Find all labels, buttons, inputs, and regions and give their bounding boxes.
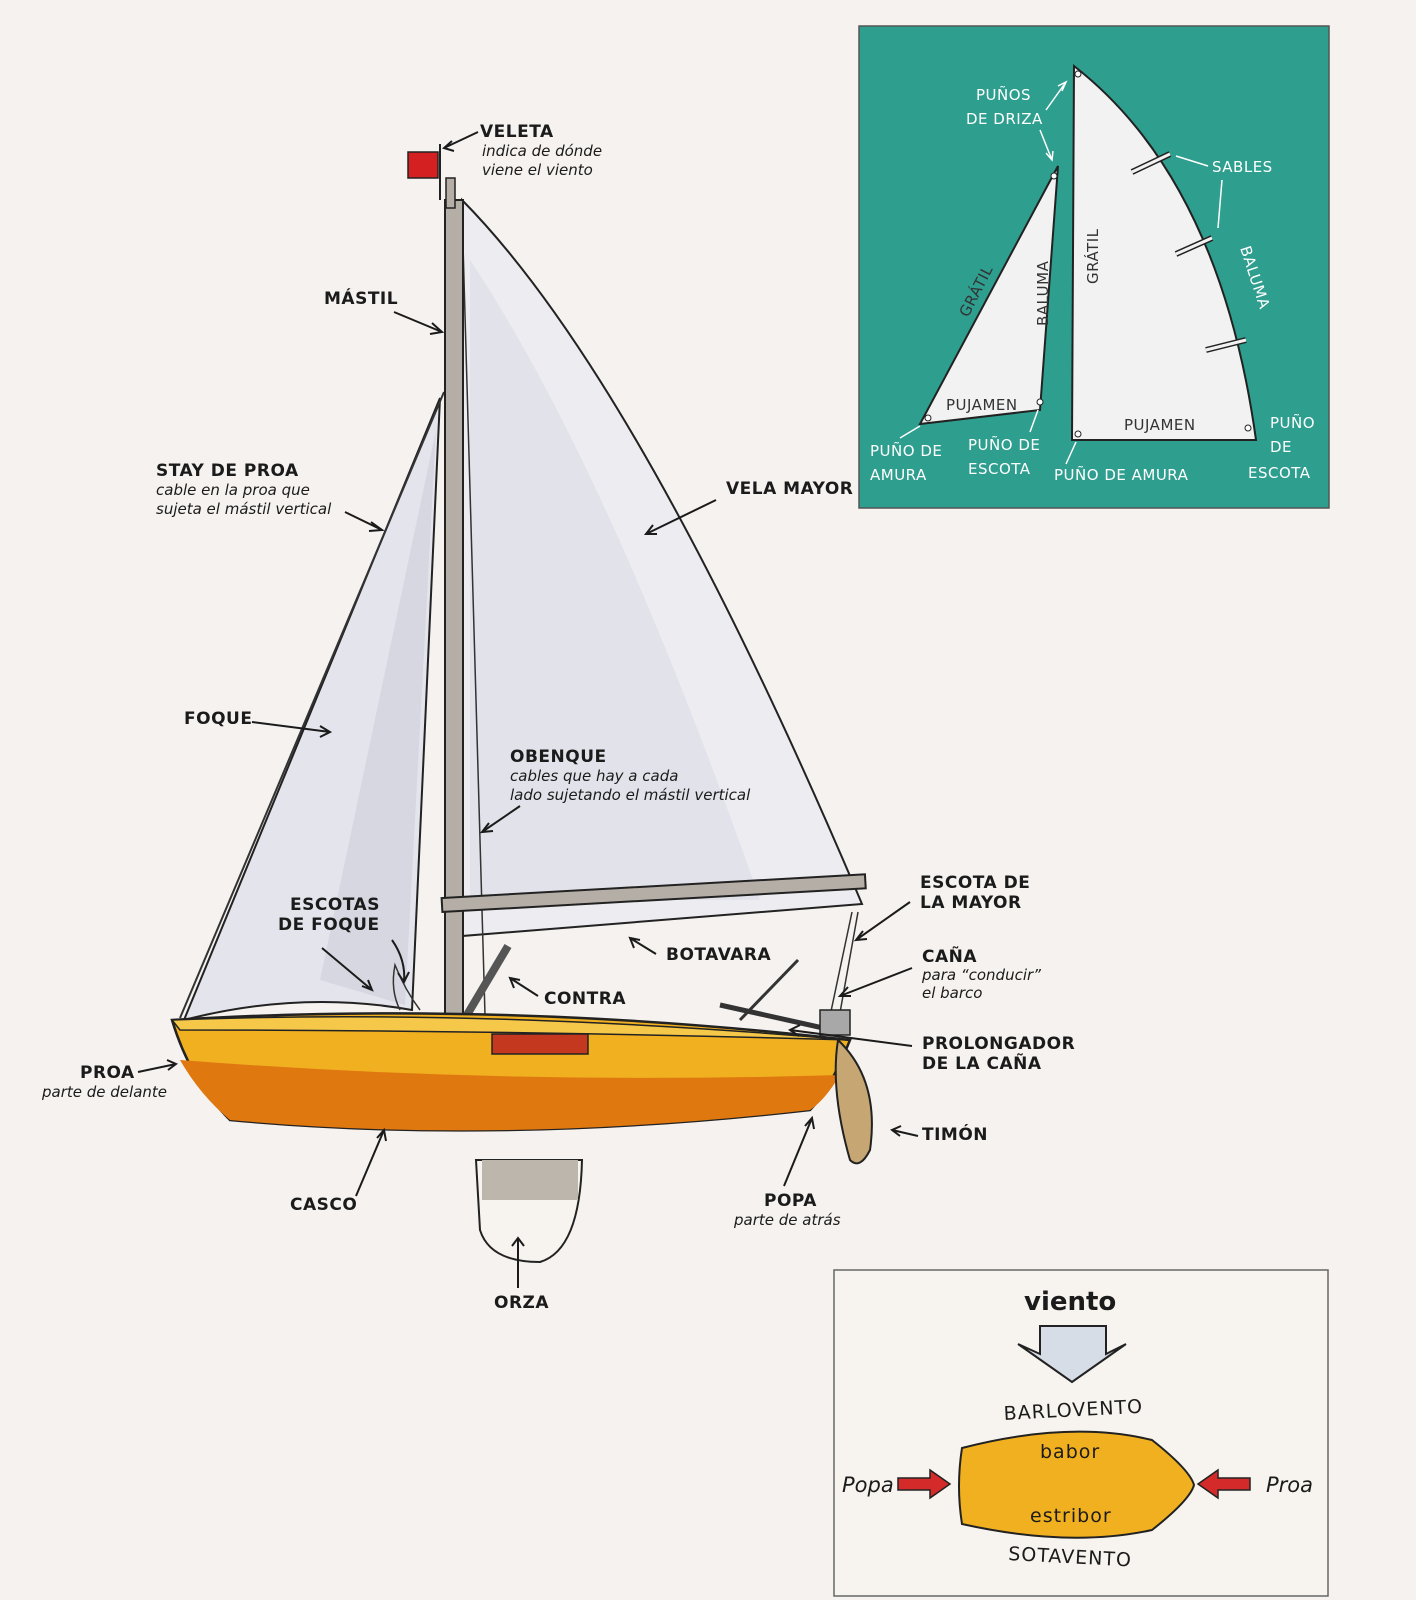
svg-text:DE FOQUE: DE FOQUE [278,915,380,935]
svg-text:cable en la proa que: cable en la proa que [156,481,310,499]
popa-arrow-icon [897,1468,952,1500]
label-vela-mayor: VELA MAYOR [726,479,853,499]
boat-labels: VELETA indica de dónde viene el viento M… [41,122,1075,1313]
wind-title: viento [1024,1287,1116,1317]
label-contra: CONTRA [544,989,626,1009]
svg-text:sujeta el mástil vertical: sujeta el mástil vertical [156,500,332,518]
inset-label-pujamen-right: PUJAMEN [1124,416,1196,434]
svg-text:DE: DE [1270,438,1292,456]
svg-text:cables que hay a cada: cables que hay a cada [510,767,678,785]
svg-text:viene el viento: viene el viento [482,161,593,179]
label-mastil: MÁSTIL [324,287,398,309]
label-prolongador: PROLONGADOR [922,1034,1075,1054]
inset-label-gratil-right: GRÁTIL [1083,228,1102,284]
label-estribor: estribor [1030,1505,1112,1527]
inset-label-puno-amura-left: PUÑO DE [870,441,942,460]
label-obenque: OBENQUE [510,747,607,767]
svg-text:el barco: el barco [922,984,982,1002]
svg-text:lado sujetando el mástil verti: lado sujetando el mástil vertical [510,786,751,804]
inset-label-sables: SABLES [1212,158,1273,176]
inset-label-puno-escota-left: PUÑO DE [968,435,1040,454]
label-escota-mayor: ESCOTA DE [920,873,1030,893]
label-timon: TIMÓN [922,1123,988,1145]
inset-label-punos-driza: PUÑOS [976,85,1031,104]
label-botavara: BOTAVARA [666,945,771,965]
boat-top-view [958,1430,1196,1539]
label-babor: babor [1040,1441,1100,1463]
label-foque: FOQUE [184,709,252,729]
label-veleta: VELETA [480,122,554,142]
svg-text:AMURA: AMURA [870,466,927,484]
tiller [719,1002,833,1033]
label-proa-side: Proa [1266,1473,1313,1497]
boom [440,873,867,914]
label-popa: POPA [764,1191,817,1211]
svg-text:indica de dónde: indica de dónde [482,142,602,160]
svg-text:parte de atrás: parte de atrás [733,1211,841,1229]
label-orza: ORZA [494,1293,549,1313]
svg-text:ESCOTA: ESCOTA [1248,464,1311,482]
label-popa-side: Popa [842,1473,894,1497]
inset-jib [918,165,1059,426]
wind-arrow-icon [1017,1325,1127,1384]
label-escotas-foque: ESCOTAS [290,895,380,915]
inset-label-puno-escota-right: PUÑO [1270,413,1315,432]
label-cana: CAÑA [922,944,977,967]
inset-label-baluma-left: BALUMA [1034,260,1052,326]
mast [444,199,464,1041]
inset-label-puno-amura-right: PUÑO DE AMURA [1054,465,1189,484]
label-proa: PROA [80,1063,135,1083]
svg-text:DE LA CAÑA: DE LA CAÑA [922,1051,1042,1074]
svg-text:DE DRIZA: DE DRIZA [966,110,1043,128]
wind-box: viento BARLOVENTO babor estribor SOTAVEN… [833,1269,1329,1597]
rudder [834,1037,873,1165]
svg-text:LA MAYOR: LA MAYOR [920,893,1022,913]
inset-label-pujamen-left: PUJAMEN [946,396,1018,414]
proa-arrow-icon [1196,1468,1251,1500]
svg-text:para “conducir”: para “conducir” [921,966,1041,984]
label-stay-de-proa: STAY DE PROA [156,461,299,481]
sailboat-illustration [170,144,873,1264]
sails-inset: PUÑOS DE DRIZA SABLES GRÁTIL BALUMA GRÁT… [858,25,1330,509]
wind-vane-flag [407,151,439,179]
svg-text:ESCOTA: ESCOTA [968,460,1031,478]
forestay [179,391,445,1019]
svg-text:parte de delante: parte de delante [41,1083,167,1101]
label-casco: CASCO [290,1195,357,1215]
